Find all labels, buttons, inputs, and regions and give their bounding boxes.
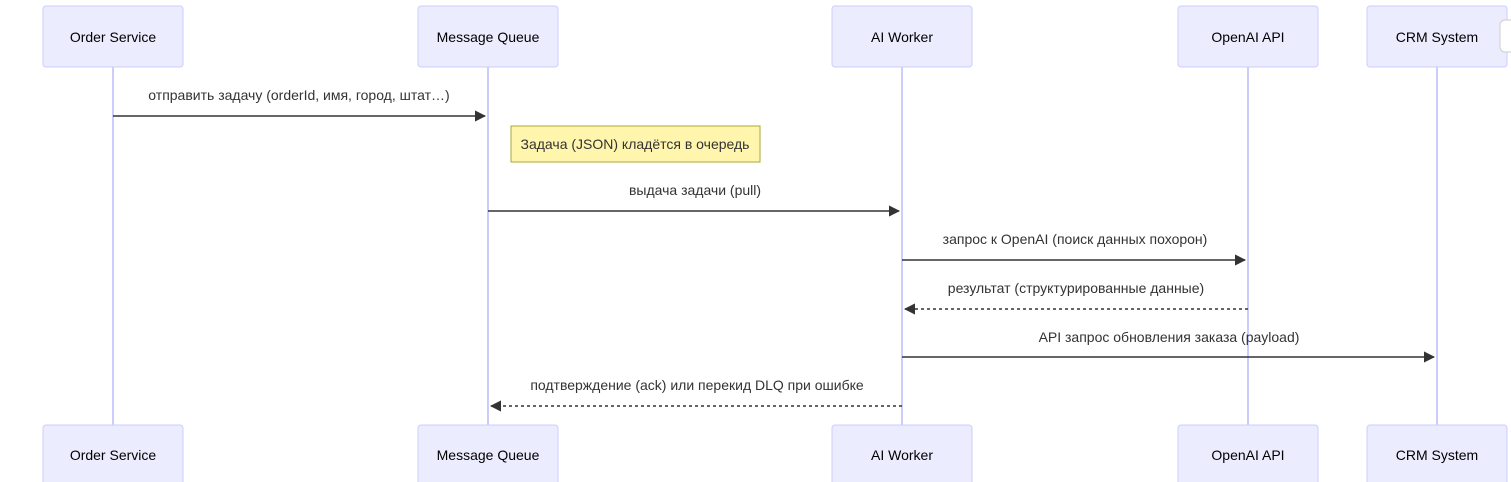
message-label-crm-update: API запрос обновления заказа (payload) <box>1039 329 1300 345</box>
actor-bottom-order-service: Order Service <box>42 424 184 482</box>
actor-bottom-openai-api: OpenAI API <box>1177 424 1319 482</box>
actor-top-ai-worker: AI Worker <box>831 5 973 68</box>
corner-control-button[interactable] <box>1499 19 1511 53</box>
actor-label: CRM System <box>1396 447 1478 463</box>
note-text: Задача (JSON) кладётся в очередь <box>521 136 750 152</box>
actor-bottom-ai-worker: AI Worker <box>831 424 973 482</box>
actor-label: Order Service <box>70 29 157 45</box>
actor-bottom-message-queue: Message Queue <box>417 424 559 482</box>
actor-top-order-service: Order Service <box>42 5 184 68</box>
actor-label: AI Worker <box>871 447 933 463</box>
message-label-pull-task: выдача задачи (pull) <box>629 182 761 198</box>
actor-label: Order Service <box>70 447 157 463</box>
actor-label: OpenAI API <box>1211 447 1284 463</box>
actor-top-openai-api: OpenAI API <box>1177 5 1319 68</box>
actor-label: AI Worker <box>871 29 933 45</box>
note-task-queued: Задача (JSON) кладётся в очередь <box>510 125 761 163</box>
message-label-openai-request: запрос к OpenAI (поиск данных похорон) <box>943 231 1208 247</box>
message-label-openai-result: результат (структурированные данные) <box>948 280 1204 296</box>
actor-bottom-crm-system: CRM System <box>1366 424 1508 482</box>
actor-top-crm-system: CRM System <box>1366 5 1508 68</box>
actor-label: Message Queue <box>437 447 540 463</box>
message-label-ack: подтверждение (ack) или перекид DLQ при … <box>530 377 864 393</box>
actor-label: Message Queue <box>437 29 540 45</box>
actor-label: OpenAI API <box>1211 29 1284 45</box>
actor-label: CRM System <box>1396 29 1478 45</box>
actor-top-message-queue: Message Queue <box>417 5 559 68</box>
message-label-send-task: отправить задачу (orderId, имя, город, ш… <box>148 87 449 103</box>
